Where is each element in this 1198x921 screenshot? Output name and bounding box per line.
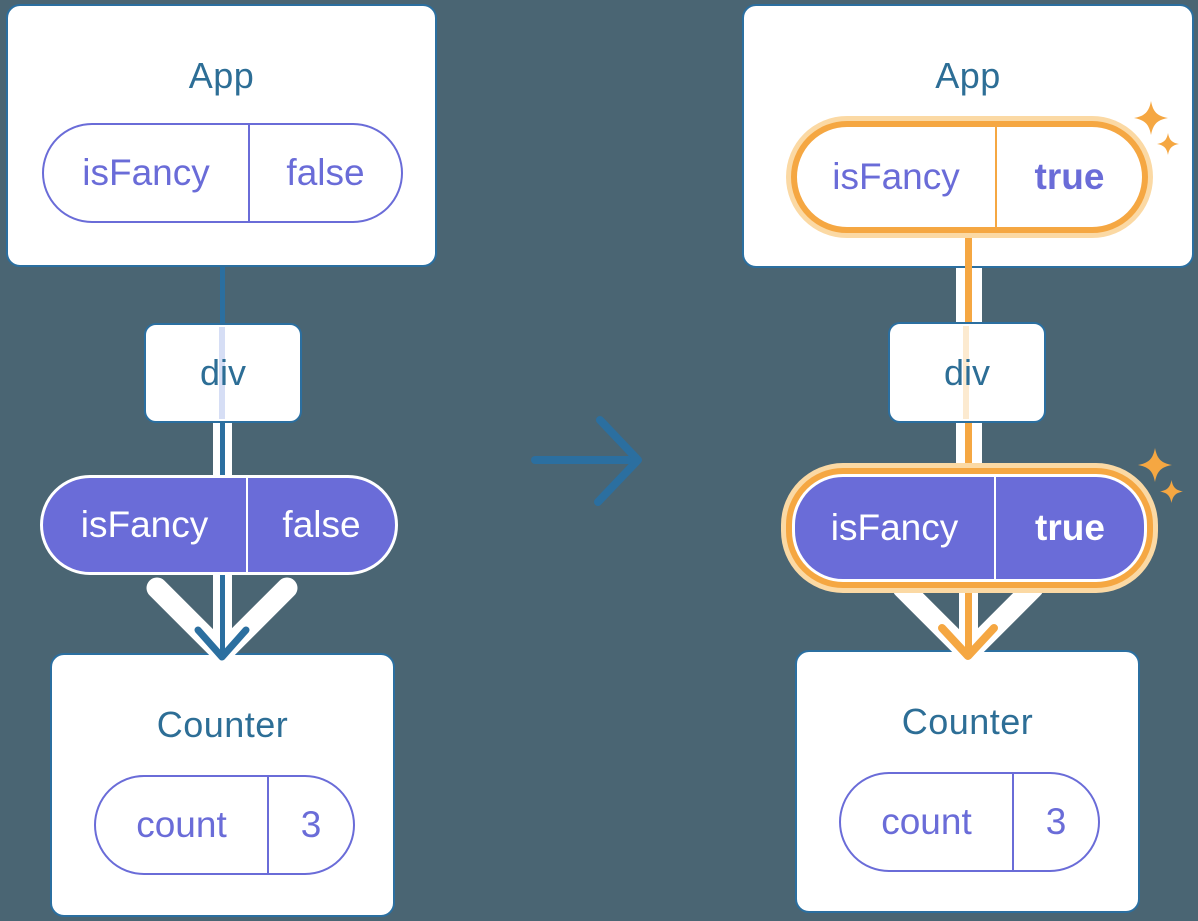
app-title: App	[188, 55, 255, 96]
prop-value: false	[286, 152, 365, 193]
state-value: 3	[300, 804, 322, 845]
counter-title: Counter	[156, 704, 289, 745]
passed-prop-pill-highlighted: isFancy true	[786, 468, 1153, 588]
app-to-div-line	[220, 260, 225, 326]
prop-name: isFancy	[43, 478, 248, 572]
passed-prop-pill: isFancy false	[40, 475, 398, 575]
app-to-div-prop-line	[965, 264, 972, 324]
div-node: div	[144, 323, 302, 423]
prop-name: isFancy	[795, 477, 996, 579]
transition-arrow-icon	[531, 416, 642, 506]
prop-name: isFancy	[797, 127, 997, 227]
prop-value: true	[1035, 507, 1105, 548]
counter-card: Counter count 3	[50, 653, 395, 917]
div-to-pill-prop-line	[965, 420, 972, 470]
state-name: count	[96, 777, 269, 873]
state-pill: count 3	[94, 775, 355, 875]
prop-line-through-div	[963, 326, 969, 419]
div-label: div	[199, 352, 247, 393]
sparkle-icon	[1134, 101, 1168, 135]
sparkle-icon	[1160, 480, 1183, 503]
state-value: 3	[1045, 801, 1067, 842]
prop-pill: isFancy false	[42, 123, 403, 223]
prop-line-through-div	[219, 327, 225, 419]
counter-title: Counter	[901, 701, 1034, 742]
div-node: div	[888, 322, 1046, 423]
state-pill: count 3	[839, 772, 1100, 872]
arrow-down-icon	[146, 558, 298, 664]
sparkle-icon	[1157, 133, 1179, 155]
prop-line-in-app-card	[965, 225, 972, 271]
prop-value: false	[282, 504, 361, 545]
div-to-pill-connector-line	[220, 420, 225, 478]
prop-name: isFancy	[44, 125, 250, 221]
state-name: count	[841, 774, 1014, 870]
prop-value: true	[1034, 156, 1105, 197]
app-title: App	[935, 55, 1001, 96]
counter-card: Counter count 3	[795, 650, 1140, 913]
prop-pill-highlighted: isFancy true	[791, 121, 1148, 233]
div-label: div	[943, 351, 991, 393]
sparkle-icon	[1138, 448, 1172, 482]
